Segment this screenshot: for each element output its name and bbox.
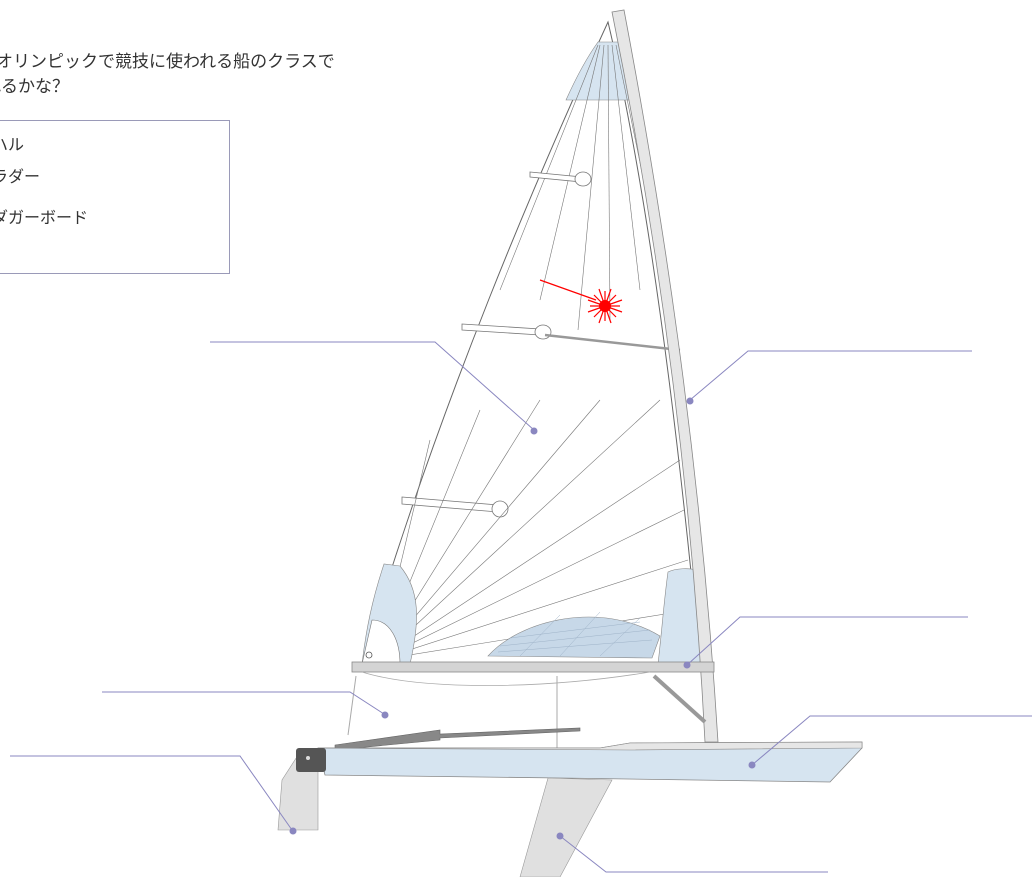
question-line-1: オリンピックで競技に使われる船のクラスで bbox=[0, 52, 335, 72]
sail-seams-lower bbox=[377, 399, 691, 661]
leader-daggerboard bbox=[559, 835, 828, 873]
sail[interactable] bbox=[361, 20, 701, 665]
dot-boom bbox=[683, 661, 691, 669]
dot-rudder bbox=[289, 827, 297, 835]
question-text: オリンピックで競技に使われる船のクラスで れるかな？ bbox=[0, 50, 420, 100]
red-starburst-marker-icon bbox=[539, 279, 623, 324]
dot-hull bbox=[748, 761, 756, 769]
deck bbox=[317, 741, 863, 751]
leader-boom bbox=[686, 616, 968, 666]
boom-curve bbox=[361, 671, 651, 686]
daggerboard[interactable] bbox=[519, 777, 613, 877]
window-mesh bbox=[497, 611, 653, 657]
leader-mast bbox=[689, 350, 972, 401]
dot-daggerboard bbox=[556, 832, 564, 840]
dot-mast bbox=[686, 397, 694, 405]
leader-rudder bbox=[10, 755, 293, 831]
tack-grommet bbox=[365, 651, 373, 659]
boom[interactable] bbox=[351, 661, 715, 673]
leader-hull bbox=[751, 715, 1032, 766]
answer-box: ハル ラダー ダガーボード bbox=[0, 120, 230, 274]
boom-vang bbox=[652, 674, 707, 724]
leader-lines bbox=[10, 341, 1032, 873]
answer-daggerboard[interactable]: ダガーボード bbox=[0, 208, 89, 227]
sail-window[interactable] bbox=[487, 616, 661, 659]
dot-tiller bbox=[381, 711, 389, 719]
answer-hull[interactable]: ハル bbox=[0, 135, 25, 154]
mainsheet bbox=[347, 675, 558, 752]
leader-dots bbox=[289, 397, 756, 840]
tiller[interactable] bbox=[334, 727, 581, 751]
sail-panel-seam bbox=[544, 333, 681, 352]
leader-tiller bbox=[102, 691, 385, 715]
leader-sail bbox=[210, 341, 535, 431]
question-line-2: れるかな？ bbox=[0, 77, 69, 97]
answer-rudder[interactable]: ラダー bbox=[0, 167, 41, 186]
rudder-pin bbox=[306, 756, 310, 760]
rudder-head bbox=[296, 748, 326, 772]
dot-sail bbox=[530, 427, 538, 435]
